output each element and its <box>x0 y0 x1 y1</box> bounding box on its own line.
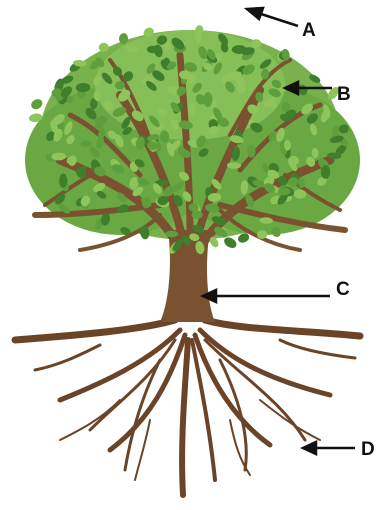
leaf <box>232 45 247 54</box>
label-c: C <box>336 280 350 299</box>
arrow-d-head <box>303 442 316 454</box>
leaf <box>29 97 44 111</box>
roots <box>15 320 360 495</box>
arrow-a <box>258 13 298 26</box>
label-d: D <box>361 440 375 459</box>
label-a: A <box>302 21 316 40</box>
label-b: B <box>337 85 351 104</box>
leaf <box>227 162 241 169</box>
arrow-a-head <box>247 8 263 19</box>
